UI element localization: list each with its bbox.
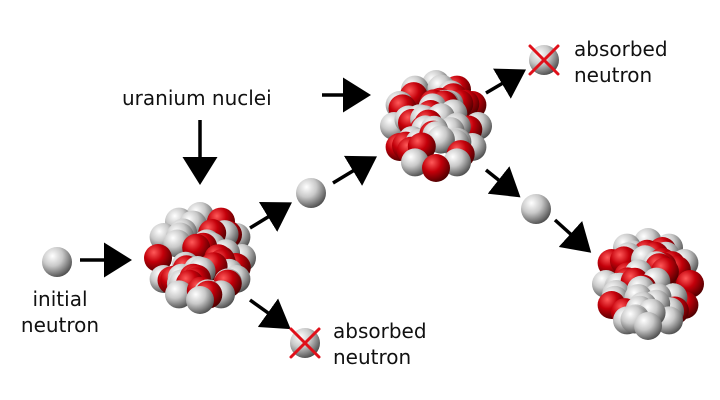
absorbed-neutron-label-bottom: absorbed neutron [333,318,427,370]
free-neutron-right [521,194,551,224]
initial-neutron-label-line2: neutron [20,313,100,337]
absorbed-top-line2: neutron [574,63,653,87]
absorbed-cross-top [528,44,560,76]
arrow-nucleus-to-neutron [249,202,292,232]
neutron-sphere [443,148,471,177]
absorbed-bottom-line2: neutron [333,345,412,369]
uranium-nuclei-label: uranium nuclei [122,86,272,110]
uranium-nucleus-left [144,202,256,314]
neutron-sphere [634,312,662,340]
absorbed-cross-bottom [289,327,321,359]
free-neutron-middle [296,178,326,208]
uranium-nucleus-top [380,70,492,182]
proton-sphere [422,154,450,182]
neutron-sphere [401,148,429,177]
proton-sphere [144,244,172,272]
arrow-neutron-to-right-nucleus [553,218,592,253]
arrow-top-to-neutron [484,166,521,198]
absorbed-bottom-line1: absorbed [333,319,427,343]
absorbed-neutron-label-top: absorbed neutron [574,36,668,88]
arrow-top-to-absorbed [485,68,527,99]
neutron-sphere [186,286,214,314]
arrow-nucleus-to-absorbed [248,298,291,330]
initial-neutron [42,247,72,277]
initial-neutron-label-line1: initial [32,287,88,311]
initial-neutron-label: initial neutron [20,286,100,338]
uranium-nucleus-right [592,228,704,340]
arrow-neutron-to-top-nucleus [332,155,377,186]
neutron-sphere [165,280,193,309]
absorbed-top-line1: absorbed [574,37,668,61]
